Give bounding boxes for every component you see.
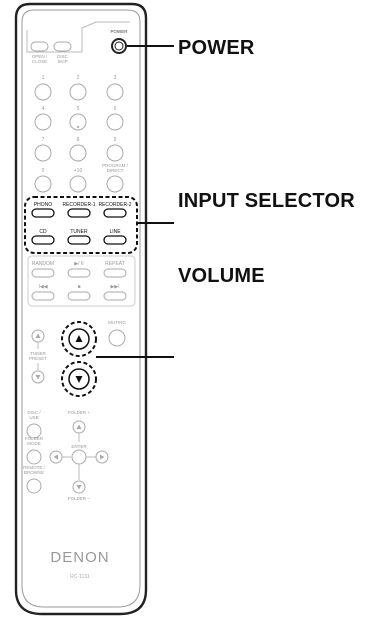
right-icon [100, 454, 105, 460]
folder-plus-label: FOLDER + [68, 410, 91, 415]
top-panel-outline [26, 21, 130, 53]
power-button-inner [114, 41, 124, 51]
num-8-button[interactable] [69, 144, 87, 162]
folder-minus-icon [76, 485, 82, 490]
enter-label: ENTER [71, 444, 87, 449]
enter-button[interactable] [71, 449, 87, 465]
tuner-preset-label-2: PRESET [29, 356, 47, 361]
num-2-label: 2 [77, 75, 80, 81]
tuner-preset-up-icon [35, 333, 41, 338]
power-button-label: POWER [110, 29, 128, 34]
random-label: RANDOM [32, 261, 54, 267]
num-3-button[interactable] [106, 83, 124, 101]
program-direct-label-1: PROGRAM / [102, 163, 129, 168]
folder-plus-icon [76, 424, 82, 429]
input-recorder1-button[interactable] [67, 208, 91, 218]
num-1-button[interactable] [34, 83, 52, 101]
input-cd-button[interactable] [31, 235, 55, 245]
folder-mode-label-1: FOLDER [25, 436, 44, 441]
input-recorder2-button[interactable] [103, 208, 127, 218]
disc-usb-label-2: USB [29, 415, 38, 420]
callout-volume: VOLUME [178, 265, 265, 287]
repeat-button[interactable] [103, 268, 127, 278]
remote-browse-label-1: REMOTE / [23, 465, 46, 470]
volume-up-icon [75, 335, 83, 342]
playback-panel-outline [27, 255, 136, 307]
input-selector-dashed-outline [24, 196, 138, 254]
disc-usb-button[interactable] [26, 423, 42, 439]
input-line-label: LINE [109, 229, 121, 235]
open-close-label-2: CLOSE [32, 59, 47, 64]
program-direct-label-2: DIRECT [107, 168, 124, 173]
num-7-label: 7 [42, 137, 45, 143]
folder-minus-label: FOLDER − [68, 496, 91, 501]
num-5-button[interactable] [69, 113, 87, 131]
folder-mode-button[interactable] [26, 449, 42, 465]
volume-up-dashed-outline [61, 321, 97, 357]
tuner-preset-label-1: TUNER [30, 351, 46, 356]
disc-skip-button[interactable] [53, 41, 72, 52]
num-5-label: 5 [77, 106, 80, 112]
play-pause-button[interactable] [67, 268, 91, 278]
num-1-label: 1 [42, 75, 45, 81]
left-icon [53, 454, 58, 460]
open-close-button[interactable] [30, 41, 49, 52]
num-0-label: 0 [42, 168, 45, 174]
remote-browse-label-2: BROWSE [24, 470, 44, 475]
num-9-label: 9 [114, 137, 117, 143]
volume-down-icon [75, 376, 83, 383]
num-6-button[interactable] [106, 113, 124, 131]
prev-button[interactable] [31, 291, 55, 301]
num-8-label: 8 [77, 137, 80, 143]
disc-skip-label-1: DISC [57, 54, 69, 59]
stop-label: ■ [77, 284, 80, 290]
model-number: RC-1131 [70, 574, 90, 580]
num-4-button[interactable] [34, 113, 52, 131]
play-pause-label: ▶/ II [74, 261, 83, 267]
input-recorder1-label: RECORDER-1 [62, 202, 95, 208]
num-9-button[interactable] [106, 144, 124, 162]
open-close-label-1: OPEN / [32, 54, 48, 59]
program-direct-button[interactable] [106, 175, 124, 193]
muting-label: MUTING [108, 320, 126, 325]
input-phono-label: PHONO [34, 202, 52, 208]
input-cd-label: CD [39, 229, 47, 235]
num-0-button[interactable] [34, 175, 52, 193]
input-line-button[interactable] [103, 235, 127, 245]
random-button[interactable] [31, 268, 55, 278]
disc-usb-label-1: DISC / [27, 410, 41, 415]
num-plus10-button[interactable] [69, 175, 87, 193]
num-3-label: 3 [114, 75, 117, 81]
remote-browse-button[interactable] [26, 478, 42, 494]
tuner-preset-down-icon [35, 375, 41, 380]
volume-down-dashed-outline [61, 361, 97, 397]
prev-label: I◀◀ [38, 284, 47, 290]
num-7-button[interactable] [34, 144, 52, 162]
num-4-label: 4 [42, 106, 45, 112]
input-phono-button[interactable] [31, 208, 55, 218]
callout-input-selector: INPUT SELECTOR [178, 190, 355, 212]
num-5-dot [77, 126, 79, 128]
input-tuner-button[interactable] [67, 235, 91, 245]
num-2-button[interactable] [69, 83, 87, 101]
repeat-label: REPEAT [105, 261, 125, 267]
callout-power: POWER [178, 37, 255, 59]
remote-inner-outline [21, 9, 141, 608]
num-plus10-label: +10 [74, 168, 83, 174]
num-6-label: 6 [114, 106, 117, 112]
folder-mode-label-2: MODE [27, 441, 41, 446]
input-recorder2-label: RECORDER-2 [98, 202, 131, 208]
brand-logo: DENON [50, 549, 109, 566]
next-button[interactable] [103, 291, 127, 301]
stop-button[interactable] [67, 291, 91, 301]
next-label: ▶▶I [110, 284, 119, 290]
muting-button[interactable] [108, 329, 126, 347]
input-tuner-label: TUNER [70, 229, 88, 235]
disc-skip-label-2: SKIP [57, 59, 67, 64]
